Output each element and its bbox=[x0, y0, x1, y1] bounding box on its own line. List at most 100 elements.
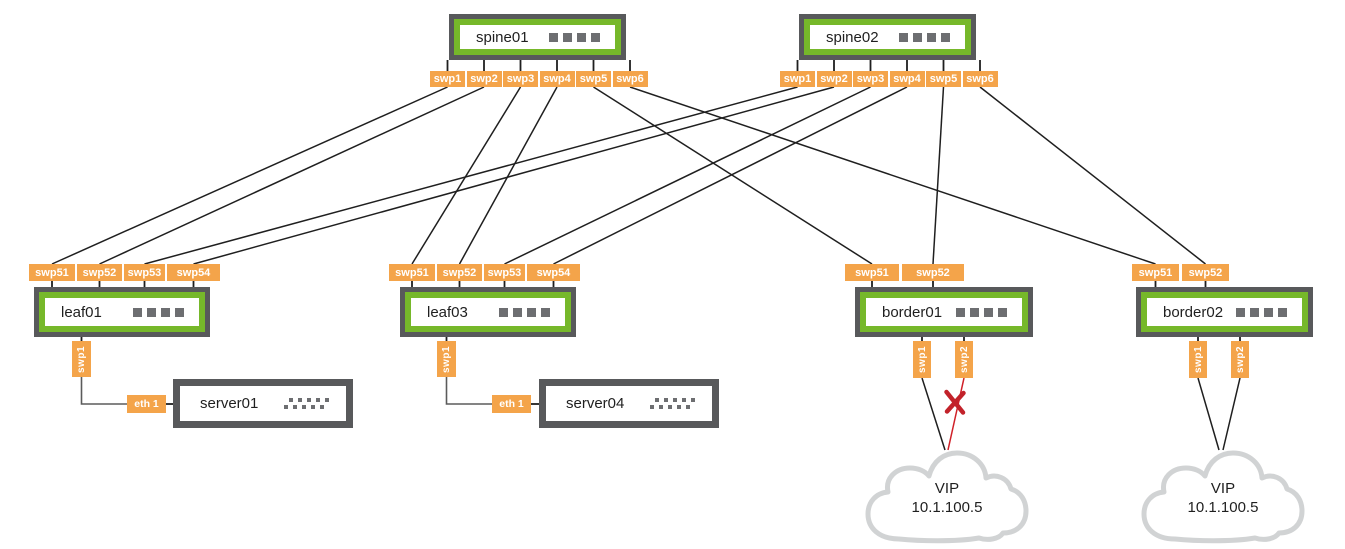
elbow-leaf01-server01 bbox=[80, 377, 127, 405]
node-label-server04: server04 bbox=[566, 395, 625, 412]
port-leaf03-swp54: swp54 bbox=[527, 264, 580, 281]
port-label: swp2 bbox=[1234, 345, 1246, 374]
node-label-leaf01: leaf01 bbox=[61, 303, 102, 321]
port-label: swp4 bbox=[893, 73, 921, 85]
port-spine02-swp2: swp2 bbox=[816, 71, 852, 87]
switch-vents-icon bbox=[956, 307, 1007, 317]
port-border02-swp52: swp52 bbox=[1182, 264, 1229, 281]
failed-link-x-icon bbox=[944, 389, 966, 415]
link-border02-swp2-vip2 bbox=[1222, 377, 1241, 451]
port-server01-eth1: eth 1 bbox=[127, 395, 166, 413]
port-label: swp54 bbox=[176, 266, 211, 279]
port-spine01-swp1: swp1 bbox=[430, 71, 465, 87]
port-border02-swp51: swp51 bbox=[1132, 264, 1179, 281]
switch-bezel: border01 bbox=[860, 292, 1028, 332]
node-border02: border02 bbox=[1136, 287, 1313, 337]
port-label: swp52 bbox=[442, 266, 477, 279]
port-label: swp51 bbox=[35, 266, 69, 279]
port-leaf01-swp53: swp53 bbox=[124, 264, 165, 281]
port-label: swp2 bbox=[958, 345, 970, 374]
switch-bezel: spine01 bbox=[454, 19, 621, 55]
cloud-ip: 10.1.100.5 bbox=[912, 499, 983, 516]
port-border01-swp52: swp52 bbox=[902, 264, 964, 281]
link-spine02-swp3-leaf03-swp53 bbox=[504, 86, 871, 265]
port-label: swp1 bbox=[441, 345, 453, 373]
port-label: swp51 bbox=[1138, 266, 1173, 279]
port-border01-swp1: swp1 bbox=[913, 341, 931, 378]
node-label-spine01: spine01 bbox=[476, 28, 529, 46]
port-label: swp2 bbox=[470, 73, 498, 85]
switch-bezel: leaf01 bbox=[39, 292, 205, 332]
link-spine02-swp2-leaf01-swp54 bbox=[193, 86, 835, 265]
server-dots-icon bbox=[284, 398, 329, 409]
port-label: swp4 bbox=[543, 73, 571, 85]
link-border01-swp2-vip1 bbox=[947, 377, 965, 451]
port-leaf03-swp1: swp1 bbox=[437, 341, 456, 377]
node-label-leaf03: leaf03 bbox=[427, 303, 468, 321]
link-spine02-swp1-leaf01-swp53 bbox=[144, 86, 798, 265]
port-leaf01-swp51: swp51 bbox=[29, 264, 75, 281]
port-border02-swp1: swp1 bbox=[1189, 341, 1207, 378]
port-label: eth 1 bbox=[134, 398, 159, 410]
node-label-border02: border02 bbox=[1163, 303, 1224, 321]
port-spine01-swp4: swp4 bbox=[539, 71, 575, 87]
switch-vents-icon bbox=[499, 307, 550, 317]
link-spine01-swp2-leaf01-swp52 bbox=[99, 86, 485, 265]
port-spine02-swp6: swp6 bbox=[962, 71, 998, 87]
port-spine02-swp3: swp3 bbox=[853, 71, 888, 87]
node-label-server01: server01 bbox=[200, 395, 259, 412]
node-spine02: spine02 bbox=[799, 14, 976, 60]
link-spine01-swp3-leaf03-swp51 bbox=[411, 86, 522, 265]
port-label: swp1 bbox=[1192, 345, 1204, 374]
server-dots-icon bbox=[650, 398, 695, 409]
port-leaf03-swp52: swp52 bbox=[437, 264, 482, 281]
port-label: eth 1 bbox=[499, 398, 524, 410]
link-spine01-swp6-border02-swp51 bbox=[629, 86, 1156, 265]
port-label: swp2 bbox=[820, 73, 848, 85]
port-label: swp54 bbox=[536, 266, 571, 279]
port-label: swp51 bbox=[855, 266, 889, 279]
port-label: swp3 bbox=[856, 73, 885, 85]
port-label: swp52 bbox=[82, 266, 117, 279]
switch-vents-icon bbox=[1236, 307, 1287, 317]
elbow-leaf03-server04 bbox=[445, 377, 492, 405]
cloud-shape-icon bbox=[865, 450, 1029, 544]
link-spine02-swp6-border02-swp52 bbox=[979, 86, 1206, 265]
port-label: swp5 bbox=[929, 73, 958, 85]
port-spine01-swp2: swp2 bbox=[466, 71, 502, 87]
port-leaf01-swp54: swp54 bbox=[167, 264, 220, 281]
link-spine02-swp4-leaf03-swp54 bbox=[553, 86, 908, 265]
node-label-border01: border01 bbox=[882, 303, 943, 321]
port-leaf03-swp53: swp53 bbox=[484, 264, 525, 281]
port-leaf03-swp51: swp51 bbox=[389, 264, 435, 281]
port-spine01-swp6: swp6 bbox=[612, 71, 648, 87]
port-label: swp3 bbox=[506, 73, 535, 85]
switch-bezel: leaf03 bbox=[405, 292, 571, 332]
port-label: swp5 bbox=[579, 73, 608, 85]
port-label: swp52 bbox=[1188, 266, 1223, 279]
link-spine01-swp5-border01-swp51 bbox=[593, 86, 873, 265]
switch-vents-icon bbox=[899, 32, 950, 42]
port-label: swp6 bbox=[616, 73, 644, 85]
node-label-spine02: spine02 bbox=[826, 28, 879, 46]
cloud-shape-icon bbox=[1141, 450, 1305, 544]
port-label: swp1 bbox=[433, 73, 462, 85]
switch-vents-icon bbox=[549, 32, 600, 42]
cloud-title: VIP bbox=[1211, 480, 1235, 497]
port-label: swp6 bbox=[966, 73, 994, 85]
switch-bezel: spine02 bbox=[804, 19, 971, 55]
switch-vents-icon bbox=[133, 307, 184, 317]
port-label: swp53 bbox=[127, 266, 162, 279]
node-leaf01: leaf01 bbox=[34, 287, 210, 337]
cloud-vip2: VIP 10.1.100.5 bbox=[1141, 450, 1305, 544]
port-border01-swp2: swp2 bbox=[955, 341, 973, 378]
port-label: swp51 bbox=[395, 266, 429, 279]
link-spine01-swp4-leaf03-swp52 bbox=[458, 86, 558, 265]
cloud-ip: 10.1.100.5 bbox=[1188, 499, 1259, 516]
port-spine01-swp3: swp3 bbox=[503, 71, 538, 87]
link-spine02-swp5-border01-swp52 bbox=[932, 86, 945, 265]
link-border01-swp1-vip1 bbox=[921, 377, 946, 451]
